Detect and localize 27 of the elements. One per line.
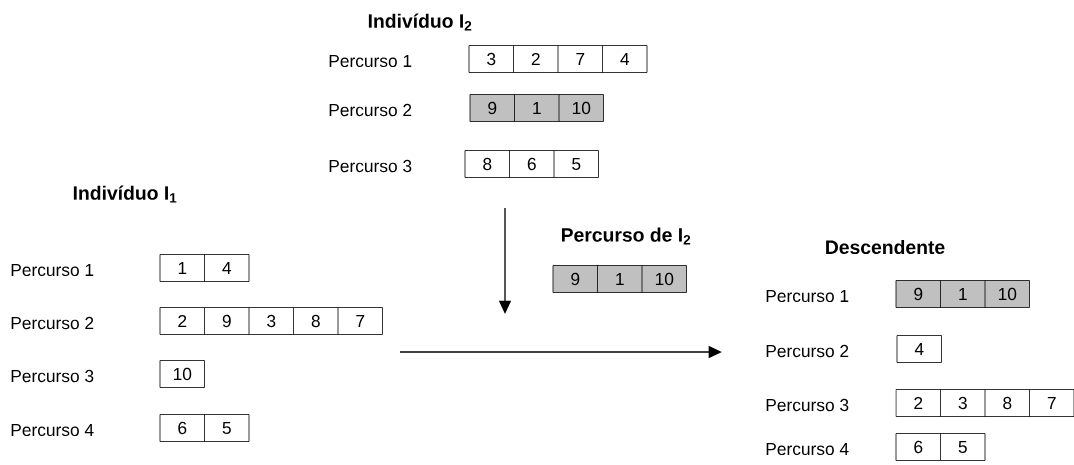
route-row: 4 xyxy=(896,335,942,363)
route-row: 9 1 10 xyxy=(552,265,687,293)
row-label: Percurso 2 xyxy=(766,344,849,358)
route-row: 10 xyxy=(159,360,205,388)
heading: Descendente xyxy=(826,239,945,255)
row-label: Percurso 2 xyxy=(11,316,94,330)
route-row: 1 4 xyxy=(159,254,250,282)
row-label: Percurso 3 xyxy=(766,398,849,412)
route-row: 2 3 8 7 xyxy=(895,389,1074,417)
heading: Percurso de I$_{2}$ xyxy=(561,227,691,245)
route-row: 6 5 xyxy=(895,433,986,461)
heading: Indivíduo I$_{1}$ xyxy=(73,185,177,203)
row-label: Percurso 2 xyxy=(329,103,412,117)
route-row: 9 1 10 xyxy=(469,94,604,122)
row-label: Percurso 1 xyxy=(11,263,94,277)
route-row: 9 1 10 xyxy=(895,280,1030,308)
row-label: Percurso 4 xyxy=(11,423,94,437)
route-row: 2 9 3 8 7 xyxy=(159,307,383,335)
heading: Indivíduo I$_{2}$ xyxy=(368,13,472,31)
route-row: 3 2 7 4 xyxy=(468,45,648,73)
row-label: Percurso 3 xyxy=(11,369,94,383)
row-label: Percurso 3 xyxy=(329,159,412,173)
row-label: Percurso 4 xyxy=(766,442,849,456)
row-label: Percurso 1 xyxy=(329,54,412,68)
row-label: Percurso 1 xyxy=(766,289,849,303)
route-row: 8 6 5 xyxy=(464,150,599,178)
route-row: 6 5 xyxy=(159,414,250,442)
